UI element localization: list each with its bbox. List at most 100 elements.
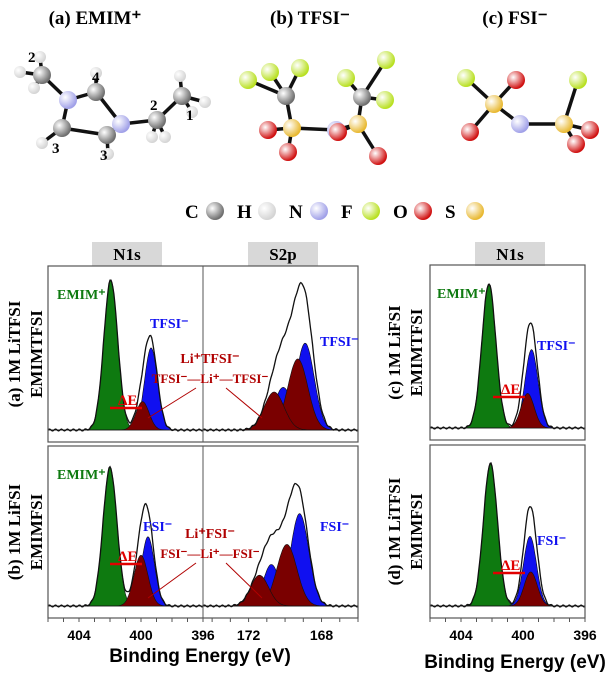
delta-e-label: ΔE — [118, 549, 137, 565]
legend-swatch — [362, 202, 380, 220]
atom — [511, 115, 529, 133]
legend-swatch — [258, 202, 276, 220]
atom — [174, 70, 186, 82]
atom — [159, 131, 171, 143]
atom — [112, 115, 130, 133]
core-level-tab — [92, 242, 162, 266]
row-label: EMIMFSI — [27, 493, 46, 570]
atom — [33, 66, 51, 84]
atom — [279, 143, 297, 161]
molecule-title: (c) FSI⁻ — [482, 8, 547, 29]
legend-swatch — [414, 202, 432, 220]
row-label: EMIMTFSI — [407, 308, 426, 396]
atom-number-label: 3 — [100, 148, 108, 164]
plot-frame — [429, 444, 586, 619]
atom — [87, 83, 105, 101]
atom — [569, 71, 587, 89]
atom — [53, 119, 71, 137]
x-axis-label: Binding Energy (eV) — [109, 646, 291, 667]
core-level-tab — [475, 242, 545, 266]
fsi-molecule — [457, 69, 599, 153]
measured-spectrum — [202, 482, 359, 608]
atom — [283, 119, 301, 137]
emim-label: EMIM⁺ — [57, 468, 106, 483]
anion-label: TFSI⁻ — [320, 335, 359, 350]
n1s-panel — [47, 465, 204, 608]
atom — [28, 82, 40, 94]
delta-e-label: ΔE — [501, 558, 520, 574]
atom — [353, 88, 371, 106]
emim-label: EMIM⁺ — [437, 287, 486, 302]
n1s-panel — [47, 279, 204, 432]
atom — [148, 111, 166, 129]
legend-label: O — [393, 202, 408, 223]
molecule-title: (a) EMIM⁺ — [49, 8, 142, 29]
legend-swatch — [466, 202, 484, 220]
li-pair-label: Li⁺TFSI⁻ — [180, 352, 239, 367]
atom-number-label: 3 — [52, 141, 60, 157]
row-label: (c) 1M LiFSI — [385, 305, 404, 400]
core-level-label: S2p — [269, 245, 296, 264]
emim-label: EMIM⁺ — [57, 288, 106, 303]
atom — [376, 91, 394, 109]
row-label: (b) 1M LiFSI — [5, 483, 24, 580]
tick-label: 172 — [237, 627, 261, 643]
anion-label: TFSI⁻ — [537, 339, 576, 354]
atom — [466, 202, 484, 220]
atom — [337, 69, 355, 87]
atom-number-label: 2 — [28, 50, 36, 66]
s2p-panel — [202, 482, 359, 608]
measured-spectrum — [47, 279, 204, 432]
row-label: EMIMTFSI — [27, 310, 46, 398]
atom — [146, 131, 158, 143]
li-aggregate-label: FSI⁻—Li⁺—FSI⁻ — [160, 546, 259, 561]
row-label: EMIMFSI — [407, 493, 426, 570]
anion-label: FSI⁻ — [320, 520, 349, 535]
atom — [258, 202, 276, 220]
tick-label: 168 — [310, 627, 334, 643]
row-label: (d) 1M LiTFSI — [385, 477, 404, 585]
plot-frame — [429, 264, 586, 441]
tick-label: 400 — [129, 627, 153, 643]
delta-e-label: ΔE — [118, 393, 137, 409]
measured-spectrum — [202, 281, 359, 432]
atom — [377, 51, 395, 69]
legend-swatch — [206, 202, 224, 220]
tfsi-molecule — [239, 51, 395, 165]
measured-spectrum — [429, 462, 586, 608]
atom-number-label: 2 — [150, 98, 158, 114]
atom — [457, 69, 475, 87]
li-aggregate-label: TFSI⁻—Li⁺—TFSI⁻ — [152, 371, 269, 386]
legend-label: C — [185, 202, 199, 223]
anion-label: TFSI⁻ — [150, 317, 189, 332]
atom — [102, 148, 114, 160]
core-level-tab — [248, 242, 318, 266]
anion-label: FSI⁻ — [143, 520, 172, 535]
core-level-label: N1s — [496, 245, 524, 264]
atom — [277, 87, 295, 105]
annotation-line — [225, 562, 263, 599]
atom-number-label: 4 — [92, 70, 100, 86]
n1s-panel — [429, 283, 586, 430]
tick-label: 400 — [511, 627, 535, 643]
atom — [59, 91, 77, 109]
atom — [291, 59, 309, 77]
annotation-line — [147, 562, 197, 599]
atom — [98, 126, 116, 144]
legend-label: H — [237, 202, 252, 223]
tick-label: 396 — [191, 627, 215, 643]
annotation-line — [225, 387, 263, 419]
atom — [199, 96, 211, 108]
atom — [36, 137, 48, 149]
row-label: (a) 1M LiTFSI — [5, 300, 24, 407]
li-pair-label: Li⁺FSI⁻ — [185, 527, 235, 542]
atom — [362, 202, 380, 220]
annotation-line — [147, 387, 197, 419]
legend-label: F — [341, 202, 353, 223]
atom — [581, 121, 599, 139]
atom — [507, 71, 525, 89]
anion-label: FSI⁻ — [537, 534, 566, 549]
